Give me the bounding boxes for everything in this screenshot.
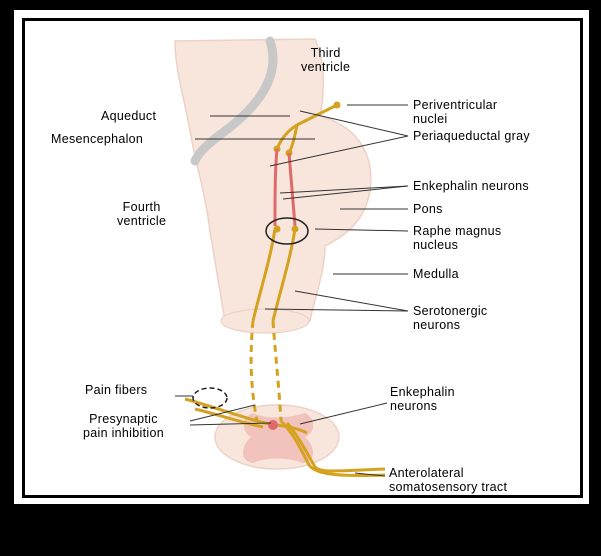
- label-enkephalin-neurons-upper: Enkephalin neurons: [413, 179, 529, 193]
- label-serotonergic-neurons: Serotonergic neurons: [413, 304, 487, 332]
- label-anterolateral-tract: Anterolateral somatosensory tract: [389, 466, 507, 494]
- label-presynaptic-pain-inhibition: Presynaptic pain inhibition: [83, 412, 164, 440]
- medulla-base-shape: [221, 309, 309, 333]
- label-raphe-magnus-nucleus: Raphe magnus nucleus: [413, 224, 501, 252]
- label-pons: Pons: [413, 202, 443, 216]
- raphe-dot-right: [292, 226, 299, 233]
- label-third-ventricle: Third ventricle: [301, 46, 350, 74]
- label-periaqueductal-gray: Periaqueductal gray: [413, 129, 530, 143]
- label-aqueduct: Aqueduct: [101, 109, 156, 123]
- raphe-dot-left: [274, 226, 281, 233]
- periventricular-nucleus-dot: [334, 102, 341, 109]
- label-pain-fibers: Pain fibers: [85, 383, 147, 397]
- label-medulla: Medulla: [413, 267, 459, 281]
- label-periventricular-nuclei: Periventricular nuclei: [413, 98, 497, 126]
- figure-border: Third ventricle Aqueduct Mesencephalon F…: [22, 18, 583, 498]
- label-fourth-ventricle: Fourth ventricle: [117, 200, 166, 228]
- spinal-enkephalin-dot: [268, 420, 278, 430]
- label-mesencephalon: Mesencephalon: [51, 132, 143, 146]
- figure-frame: Third ventricle Aqueduct Mesencephalon F…: [14, 10, 589, 504]
- label-enkephalin-neurons-lower: Enkephalin neurons: [390, 385, 455, 413]
